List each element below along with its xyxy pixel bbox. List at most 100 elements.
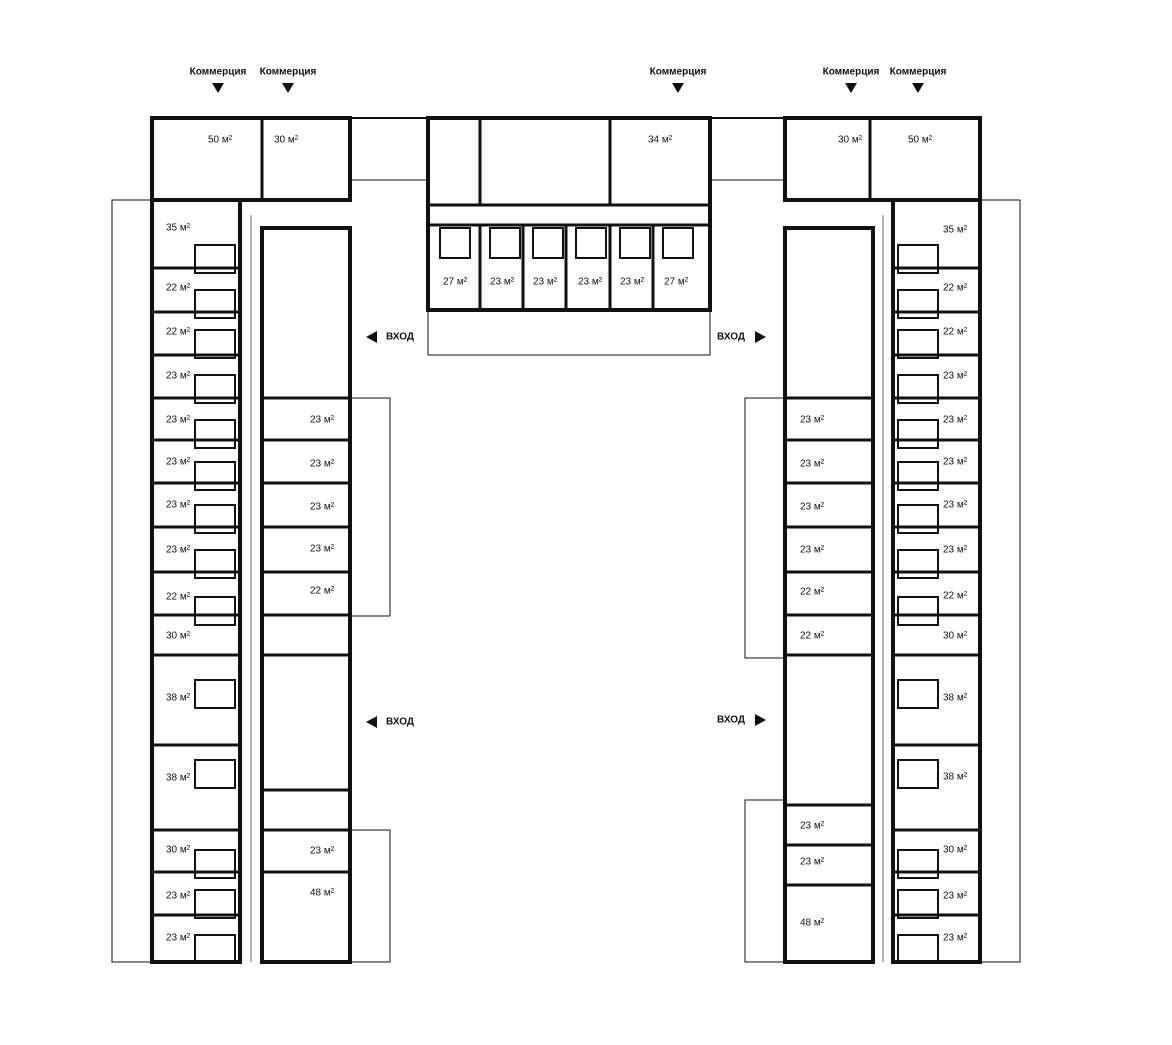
bathroom [194, 461, 236, 491]
room-area-label: 35 м² [942, 224, 968, 236]
room-area-label: 30 м² [165, 844, 191, 856]
room-area-label: 23 м² [309, 543, 335, 555]
bathroom [897, 374, 939, 404]
bathroom [575, 227, 607, 259]
room-area-label: 23 м² [799, 544, 825, 556]
bathroom [194, 549, 236, 579]
bathroom [489, 227, 521, 259]
arrow-right-icon [755, 714, 766, 726]
bathroom [897, 244, 939, 274]
balcony [979, 199, 1021, 963]
room-area-label: 38 м² [942, 771, 968, 783]
bathroom [194, 679, 236, 709]
commerce-label: Коммерция [822, 66, 880, 78]
room-area-label: 23 м² [799, 820, 825, 832]
room-area-label: 23 м² [309, 501, 335, 513]
room-area-label: 23 м² [942, 890, 968, 902]
bathroom [897, 889, 939, 919]
bathroom [619, 227, 651, 259]
left-inner-block [260, 226, 352, 964]
room-area-label: 27 м² [663, 276, 689, 288]
room-area-label: 23 м² [942, 456, 968, 468]
room-area-label: 48 м² [309, 887, 335, 899]
room-area-label: 22 м² [942, 590, 968, 602]
bathroom [194, 934, 236, 964]
room-area-label: 23 м² [309, 414, 335, 426]
room-area-label: 23 м² [799, 856, 825, 868]
bathroom [194, 374, 236, 404]
room-area-label: 23 м² [165, 932, 191, 944]
room-area-label: 50 м² [207, 134, 233, 146]
bathroom [194, 419, 236, 449]
bathroom [897, 504, 939, 534]
room-area-label: 23 м² [942, 414, 968, 426]
bathroom [897, 329, 939, 359]
room-area-label: 22 м² [309, 585, 335, 597]
balcony [349, 829, 391, 963]
room-area-label: 30 м² [837, 134, 863, 146]
bathroom [194, 759, 236, 789]
entrance-label[interactable]: ВХОД [385, 716, 415, 728]
bathroom [897, 679, 939, 709]
bathroom [532, 227, 564, 259]
room-area-label: 22 м² [942, 282, 968, 294]
balcony [744, 799, 786, 963]
commerce-label: Коммерция [889, 66, 947, 78]
bathroom [662, 227, 694, 259]
commercial-block-right [783, 116, 982, 202]
bathroom [439, 227, 471, 259]
room-area-label: 22 м² [799, 630, 825, 642]
room-area-label: 30 м² [273, 134, 299, 146]
arrow-down-icon [672, 83, 684, 93]
right-inner-block [783, 226, 875, 964]
balcony [427, 309, 711, 356]
bathroom [194, 596, 236, 626]
bathroom [194, 504, 236, 534]
room-area-label: 23 м² [942, 499, 968, 511]
entrance-label[interactable]: ВХОД [716, 714, 746, 726]
room-area-label: 23 м² [799, 414, 825, 426]
room-area-label: 23 м² [942, 932, 968, 944]
entrance-label[interactable]: ВХОД [716, 331, 746, 343]
commerce-label: Коммерция [259, 66, 317, 78]
room-area-label: 23 м² [619, 276, 645, 288]
room-area-label: 30 м² [942, 844, 968, 856]
bathroom [194, 329, 236, 359]
room-area-label: 23 м² [532, 276, 558, 288]
room-area-label: 23 м² [165, 544, 191, 556]
arrow-left-icon [366, 716, 377, 728]
room-area-label: 23 м² [165, 414, 191, 426]
room-area-label: 23 м² [309, 458, 335, 470]
bathroom [897, 289, 939, 319]
room-area-label: 30 м² [165, 630, 191, 642]
room-area-label: 35 м² [165, 222, 191, 234]
commerce-label: Коммерция [649, 66, 707, 78]
center-block [426, 116, 712, 312]
room-area-label: 38 м² [942, 692, 968, 704]
room-area-label: 38 м² [165, 772, 191, 784]
room-area-label: 23 м² [165, 370, 191, 382]
commerce-label: Коммерция [189, 66, 247, 78]
balcony [349, 397, 391, 617]
arrow-down-icon [282, 83, 294, 93]
bathroom [897, 759, 939, 789]
room-area-label: 22 м² [799, 586, 825, 598]
room-area-label: 22 м² [165, 282, 191, 294]
room-area-label: 23 м² [165, 499, 191, 511]
room-area-label: 38 м² [165, 692, 191, 704]
bathroom [897, 419, 939, 449]
room-area-label: 23 м² [942, 544, 968, 556]
arrow-left-icon [366, 331, 377, 343]
room-area-label: 23 м² [577, 276, 603, 288]
entrance-label[interactable]: ВХОД [385, 331, 415, 343]
arrow-right-icon [755, 331, 766, 343]
arrow-down-icon [845, 83, 857, 93]
room-area-label: 48 м² [799, 917, 825, 929]
room-area-label: 22 м² [165, 591, 191, 603]
room-area-label: 27 м² [442, 276, 468, 288]
room-area-label: 30 м² [942, 630, 968, 642]
room-area-label: 23 м² [165, 456, 191, 468]
arrow-down-icon [912, 83, 924, 93]
bathroom [897, 934, 939, 964]
